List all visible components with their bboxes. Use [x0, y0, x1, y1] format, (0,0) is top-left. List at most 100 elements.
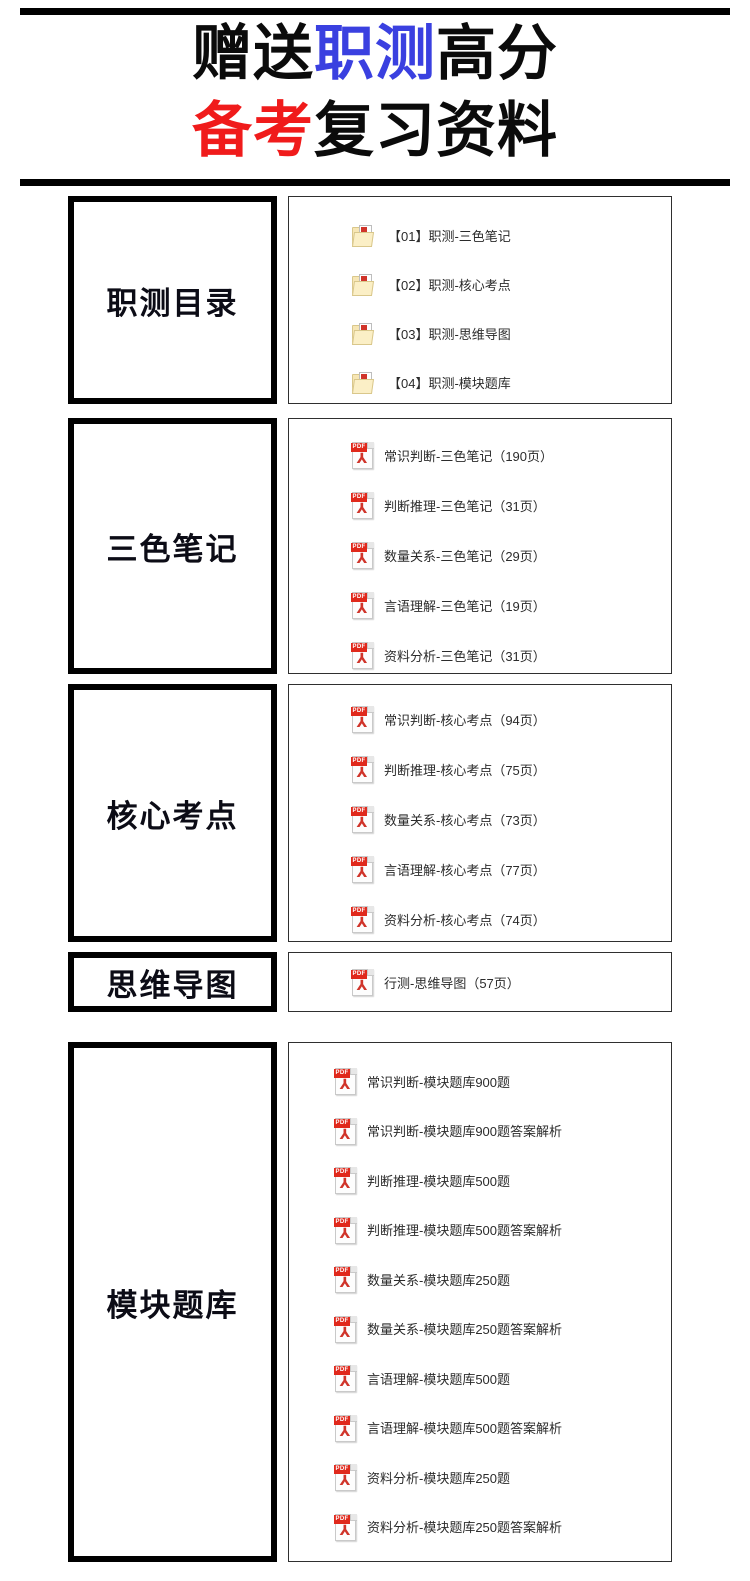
section-label-text: 模块题库 [106, 1287, 239, 1323]
pdf-icon-tag: PDF [334, 1118, 350, 1128]
file-list-item[interactable]: ⅄ 【01】职测-三色笔记 [289, 219, 733, 253]
file-list-item[interactable]: ⅄ 【03】职测-思维导图 [289, 317, 733, 351]
file-name-label: 【01】职测-三色笔记 [388, 228, 511, 244]
pdf-icon-glyph: ⅄ [339, 1077, 351, 1093]
file-list-item[interactable]: PDF⅄言语理解-模块题库500题答案解析 [289, 1412, 716, 1446]
file-list-item[interactable]: PDF⅄言语理解-三色笔记（19页） [289, 589, 733, 623]
folder-icon: ⅄ [351, 272, 377, 298]
file-name-label: 资料分析-三色笔记（31页） [384, 648, 546, 664]
file-list-item[interactable]: PDF⅄ 资料分析-模块题库250题答案解析 [289, 1511, 716, 1545]
file-list-item[interactable]: PDF⅄常识判断-三色笔记（190页） [289, 439, 733, 473]
pdf-icon-glyph: ⅄ [339, 1324, 351, 1341]
pdf-file-icon: PDF⅄ [334, 1414, 358, 1444]
pdf-file-icon: PDF⅄ [351, 541, 375, 571]
section-label-box-3: 核心考点 [68, 684, 277, 942]
pdf-icon-tag: PDF [334, 1217, 350, 1227]
pdf-icon-glyph: ⅄ [339, 1275, 351, 1291]
file-list-item[interactable]: PDF⅄常识判断-模块题库900题答案解析 [289, 1115, 716, 1149]
pdf-icon-tag: PDF [334, 1267, 350, 1276]
file-list-item[interactable]: PDF⅄言语理解-模块题库500题 [289, 1362, 716, 1396]
section-label-text: 职测目录 [106, 285, 239, 321]
file-list-item[interactable]: PDF⅄判断推理-三色笔记（31页） [289, 489, 733, 523]
file-name-label: 数量关系-三色笔记（29页） [384, 548, 546, 564]
pdf-file-icon: PDF⅄ [334, 1067, 358, 1097]
pdf-file-icon: PDF⅄ [334, 1513, 358, 1543]
file-list-item[interactable]: PDF⅄常识判断-核心考点（94页） [289, 703, 733, 737]
section-label-text: 三色笔记 [106, 531, 239, 567]
file-list-item[interactable]: PDF⅄判断推理-核心考点（75页） [289, 753, 733, 787]
section-file-list-4: PDF⅄ 行测-思维导图（57页） [288, 952, 672, 1012]
file-list-item[interactable]: PDF⅄ 数量关系-三色笔记（29页） [289, 539, 733, 573]
file-list-item[interactable]: PDF⅄ 数量关系-模块题库250题 [289, 1263, 716, 1297]
folder-icon: ⅄ [351, 321, 377, 347]
pdf-file-icon: PDF⅄ [334, 1117, 358, 1147]
file-list-item[interactable]: PDF⅄ 资料分析-核心考点（74页） [289, 903, 733, 937]
file-name-label: 资料分析-模块题库250题 [367, 1470, 511, 1486]
folder-icon: ⅄ [351, 223, 377, 249]
pdf-file-icon: PDF⅄ [351, 905, 375, 935]
folder-icon: ⅄ [351, 370, 377, 396]
section-file-list-2: PDF⅄常识判断-三色笔记（190页）PDF⅄判断推理-三色笔记（31页）PDF… [288, 418, 672, 674]
pdf-icon-glyph: ⅄ [339, 1225, 351, 1242]
file-name-label: 【02】职测-核心考点 [388, 277, 511, 293]
title-part-gaofen: 高分 [436, 21, 558, 87]
file-list-item[interactable]: PDF⅄ 言语理解-核心考点（77页） [289, 853, 733, 887]
pdf-icon-tag: PDF [351, 593, 367, 602]
pdf-file-icon: PDF⅄ [351, 805, 375, 835]
file-list-item[interactable]: ⅄ 【02】职测-核心考点 [289, 268, 733, 302]
section-label-box-5: 模块题库 [68, 1042, 277, 1562]
banner-bottom-rule [20, 179, 730, 186]
file-name-label: 资料分析-核心考点（74页） [384, 912, 546, 928]
page-title: 赠送职测高分 备考复习资料 [0, 16, 750, 170]
pdf-icon-tag: PDF [351, 707, 367, 716]
file-name-label: 【03】职测-思维导图 [388, 326, 511, 342]
section-file-list-1: ⅄【01】职测-三色笔记⅄【02】职测-核心考点⅄【03】职测-思维导图⅄【04… [288, 196, 672, 404]
pdf-icon-glyph: ⅄ [356, 451, 368, 467]
pdf-icon-glyph: ⅄ [339, 1473, 351, 1489]
file-list-item[interactable]: ⅄【04】职测-模块题库 [289, 366, 733, 400]
pdf-icon-glyph: ⅄ [356, 551, 368, 567]
pdf-file-icon: PDF⅄ [351, 491, 375, 521]
pdf-icon-glyph: ⅄ [339, 1374, 351, 1390]
file-name-label: 言语理解-三色笔记（19页） [384, 598, 546, 614]
pdf-file-icon: PDF⅄ [334, 1216, 358, 1246]
file-list-item[interactable]: PDF⅄判断推理-模块题库500题答案解析 [289, 1214, 716, 1248]
pdf-icon-tag: PDF [351, 443, 367, 452]
pdf-icon-glyph: ⅄ [356, 815, 368, 831]
file-name-label: 行测-思维导图（57页） [384, 975, 520, 991]
pdf-icon-tag: PDF [334, 1366, 350, 1375]
pdf-file-icon: PDF⅄ [351, 641, 375, 671]
file-list-item[interactable]: PDF⅄ 数量关系-核心考点（73页） [289, 803, 733, 837]
pdf-icon-glyph: ⅄ [356, 501, 368, 517]
pdf-icon-tag: PDF [334, 1415, 350, 1425]
title-part-zhice: 职测 [314, 21, 436, 87]
section-label-text: 思维导图 [106, 967, 239, 1003]
file-name-label: 数量关系-模块题库250题 [367, 1272, 511, 1288]
file-list-item[interactable]: PDF⅄判断推理-模块题库500题 [289, 1164, 716, 1198]
file-name-label: 数量关系-核心考点（73页） [384, 812, 546, 828]
file-name-label: 资料分析-模块题库250题答案解析 [367, 1520, 563, 1535]
pdf-file-icon: PDF⅄ [351, 855, 375, 885]
file-list-item[interactable]: PDF⅄ 行测-思维导图（57页） [289, 966, 733, 1000]
title-part-beikao: 备考 [192, 98, 314, 164]
file-name-label: 判断推理-核心考点（75页） [384, 762, 546, 778]
pdf-icon-tag: PDF [334, 1465, 350, 1474]
pdf-icon-glyph: ⅄ [356, 765, 368, 781]
pdf-icon-tag: PDF [351, 643, 367, 652]
file-list-item[interactable]: PDF⅄ 资料分析-三色笔记（31页） [289, 639, 733, 673]
pdf-file-icon: PDF⅄ [334, 1265, 358, 1295]
section-file-list-3: PDF⅄常识判断-核心考点（94页）PDF⅄判断推理-核心考点（75页）PDF⅄… [288, 684, 672, 942]
pdf-icon-tag: PDF [334, 1069, 350, 1078]
pdf-icon-glyph: ⅄ [339, 1522, 351, 1539]
pdf-file-icon: PDF⅄ [334, 1166, 358, 1196]
pdf-file-icon: PDF⅄ [351, 968, 375, 998]
section-label-text: 核心考点 [106, 798, 239, 834]
file-list-item[interactable]: PDF⅄常识判断-模块题库900题 [289, 1065, 716, 1099]
file-list-item[interactable]: PDF⅄数量关系-模块题库250题答案解析 [289, 1313, 716, 1347]
file-list-item[interactable]: PDF⅄ 资料分析-模块题库250题 [289, 1461, 716, 1495]
file-name-label: 言语理解-核心考点（77页） [384, 862, 546, 878]
